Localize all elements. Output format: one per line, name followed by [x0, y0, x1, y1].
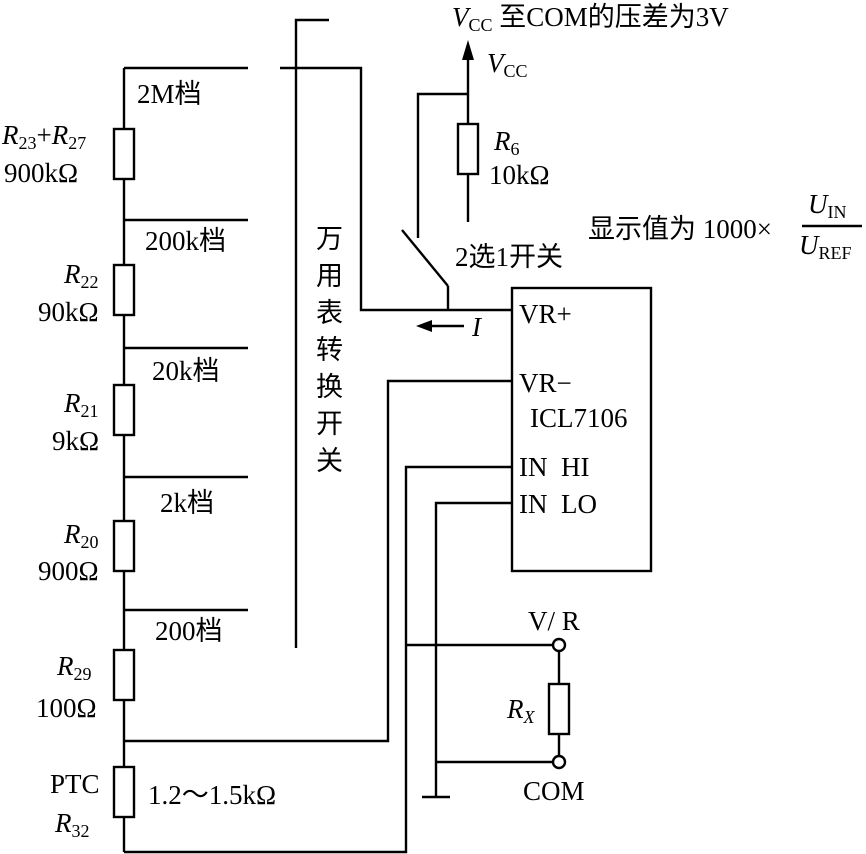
resistor-r23-r27 — [112, 127, 136, 181]
resistor-ptc-r32 — [112, 765, 136, 819]
wire-switch-contact-a — [416, 92, 468, 238]
r20-value: 900Ω — [38, 556, 99, 586]
resistor-r21 — [112, 383, 136, 437]
current-arrow-icon — [416, 320, 432, 332]
terminal-vr-icon — [551, 637, 567, 653]
r20-name: R20 — [63, 519, 99, 552]
wiring — [124, 40, 571, 854]
r6-name: R6 — [493, 126, 520, 159]
current-label: I — [471, 312, 483, 342]
wire-vr-minus — [124, 379, 512, 743]
wire-to-vr-plus — [280, 66, 512, 312]
r22-value: 90kΩ — [38, 297, 99, 327]
pin-in-hi: IN HI — [519, 452, 589, 482]
r29-value: 100Ω — [36, 693, 97, 723]
switch-blade-2sel1 — [401, 229, 449, 287]
formula-numerator: UIN — [808, 189, 847, 222]
pin-vr-minus: VR− — [519, 368, 572, 398]
r6-value: 10kΩ — [489, 160, 550, 190]
r21-value: 9kΩ — [52, 426, 99, 456]
meter-switch-char-3: 表 — [316, 298, 343, 328]
range-2m-label: 2M档 — [137, 79, 202, 109]
r23-r27-name: R23+R27 — [1, 120, 86, 153]
r21-name: R21 — [63, 388, 99, 421]
r32-name: R32 — [54, 808, 90, 841]
r23-r27-value: 900kΩ — [4, 158, 78, 188]
rx-name: RX — [506, 694, 536, 727]
meter-switch-char-4: 转 — [316, 335, 343, 365]
chip-icl7106 — [510, 286, 653, 573]
chip-name: ICL7106 — [530, 403, 628, 433]
resistor-rx — [547, 682, 571, 736]
ptc-value: 1.2～1.5kΩ — [148, 780, 276, 810]
resistor-r6 — [456, 122, 480, 176]
range-switch-bar — [294, 18, 329, 648]
terminal-vr-label: V/ R — [528, 606, 580, 636]
meter-switch-char-5: 换 — [316, 372, 343, 402]
vcc-arrow-icon — [462, 40, 474, 60]
range-2k-label: 2k档 — [160, 488, 214, 518]
meter-range-switch — [294, 18, 329, 648]
wire-in-lo — [434, 501, 512, 797]
ptc-label: PTC — [50, 769, 100, 799]
pin-in-lo: IN LO — [519, 489, 597, 519]
r29-name: R29 — [56, 651, 92, 684]
meter-switch-char-6: 开 — [316, 409, 343, 439]
range-200k-label: 200k档 — [145, 226, 226, 256]
display-formula: 显示值为 1000× — [588, 214, 772, 244]
formula-denominator: UREF — [799, 230, 852, 263]
r22-name: R22 — [63, 259, 99, 292]
terminal-com-label: COM — [523, 776, 585, 806]
resistor-ladder — [112, 66, 248, 852]
resistor-r22 — [112, 263, 136, 317]
meter-switch-char-1: 万 — [316, 224, 343, 254]
vcc-label: VCC — [487, 48, 528, 81]
wire-in-hi — [124, 465, 512, 854]
vcc-com-note: VCC 至COM的压差为3V — [452, 2, 729, 35]
pin-vr-plus: VR+ — [519, 299, 572, 329]
resistor-r20 — [112, 519, 136, 573]
switch-2sel1-label: 2选1开关 — [455, 242, 563, 272]
range-20k-label: 20k档 — [152, 356, 220, 386]
resistor-r29 — [112, 648, 136, 702]
meter-switch-char-7: 关 — [316, 446, 343, 476]
terminal-com-icon — [551, 754, 567, 770]
range-200-label: 200档 — [155, 616, 223, 646]
meter-switch-char-2: 用 — [316, 261, 343, 291]
